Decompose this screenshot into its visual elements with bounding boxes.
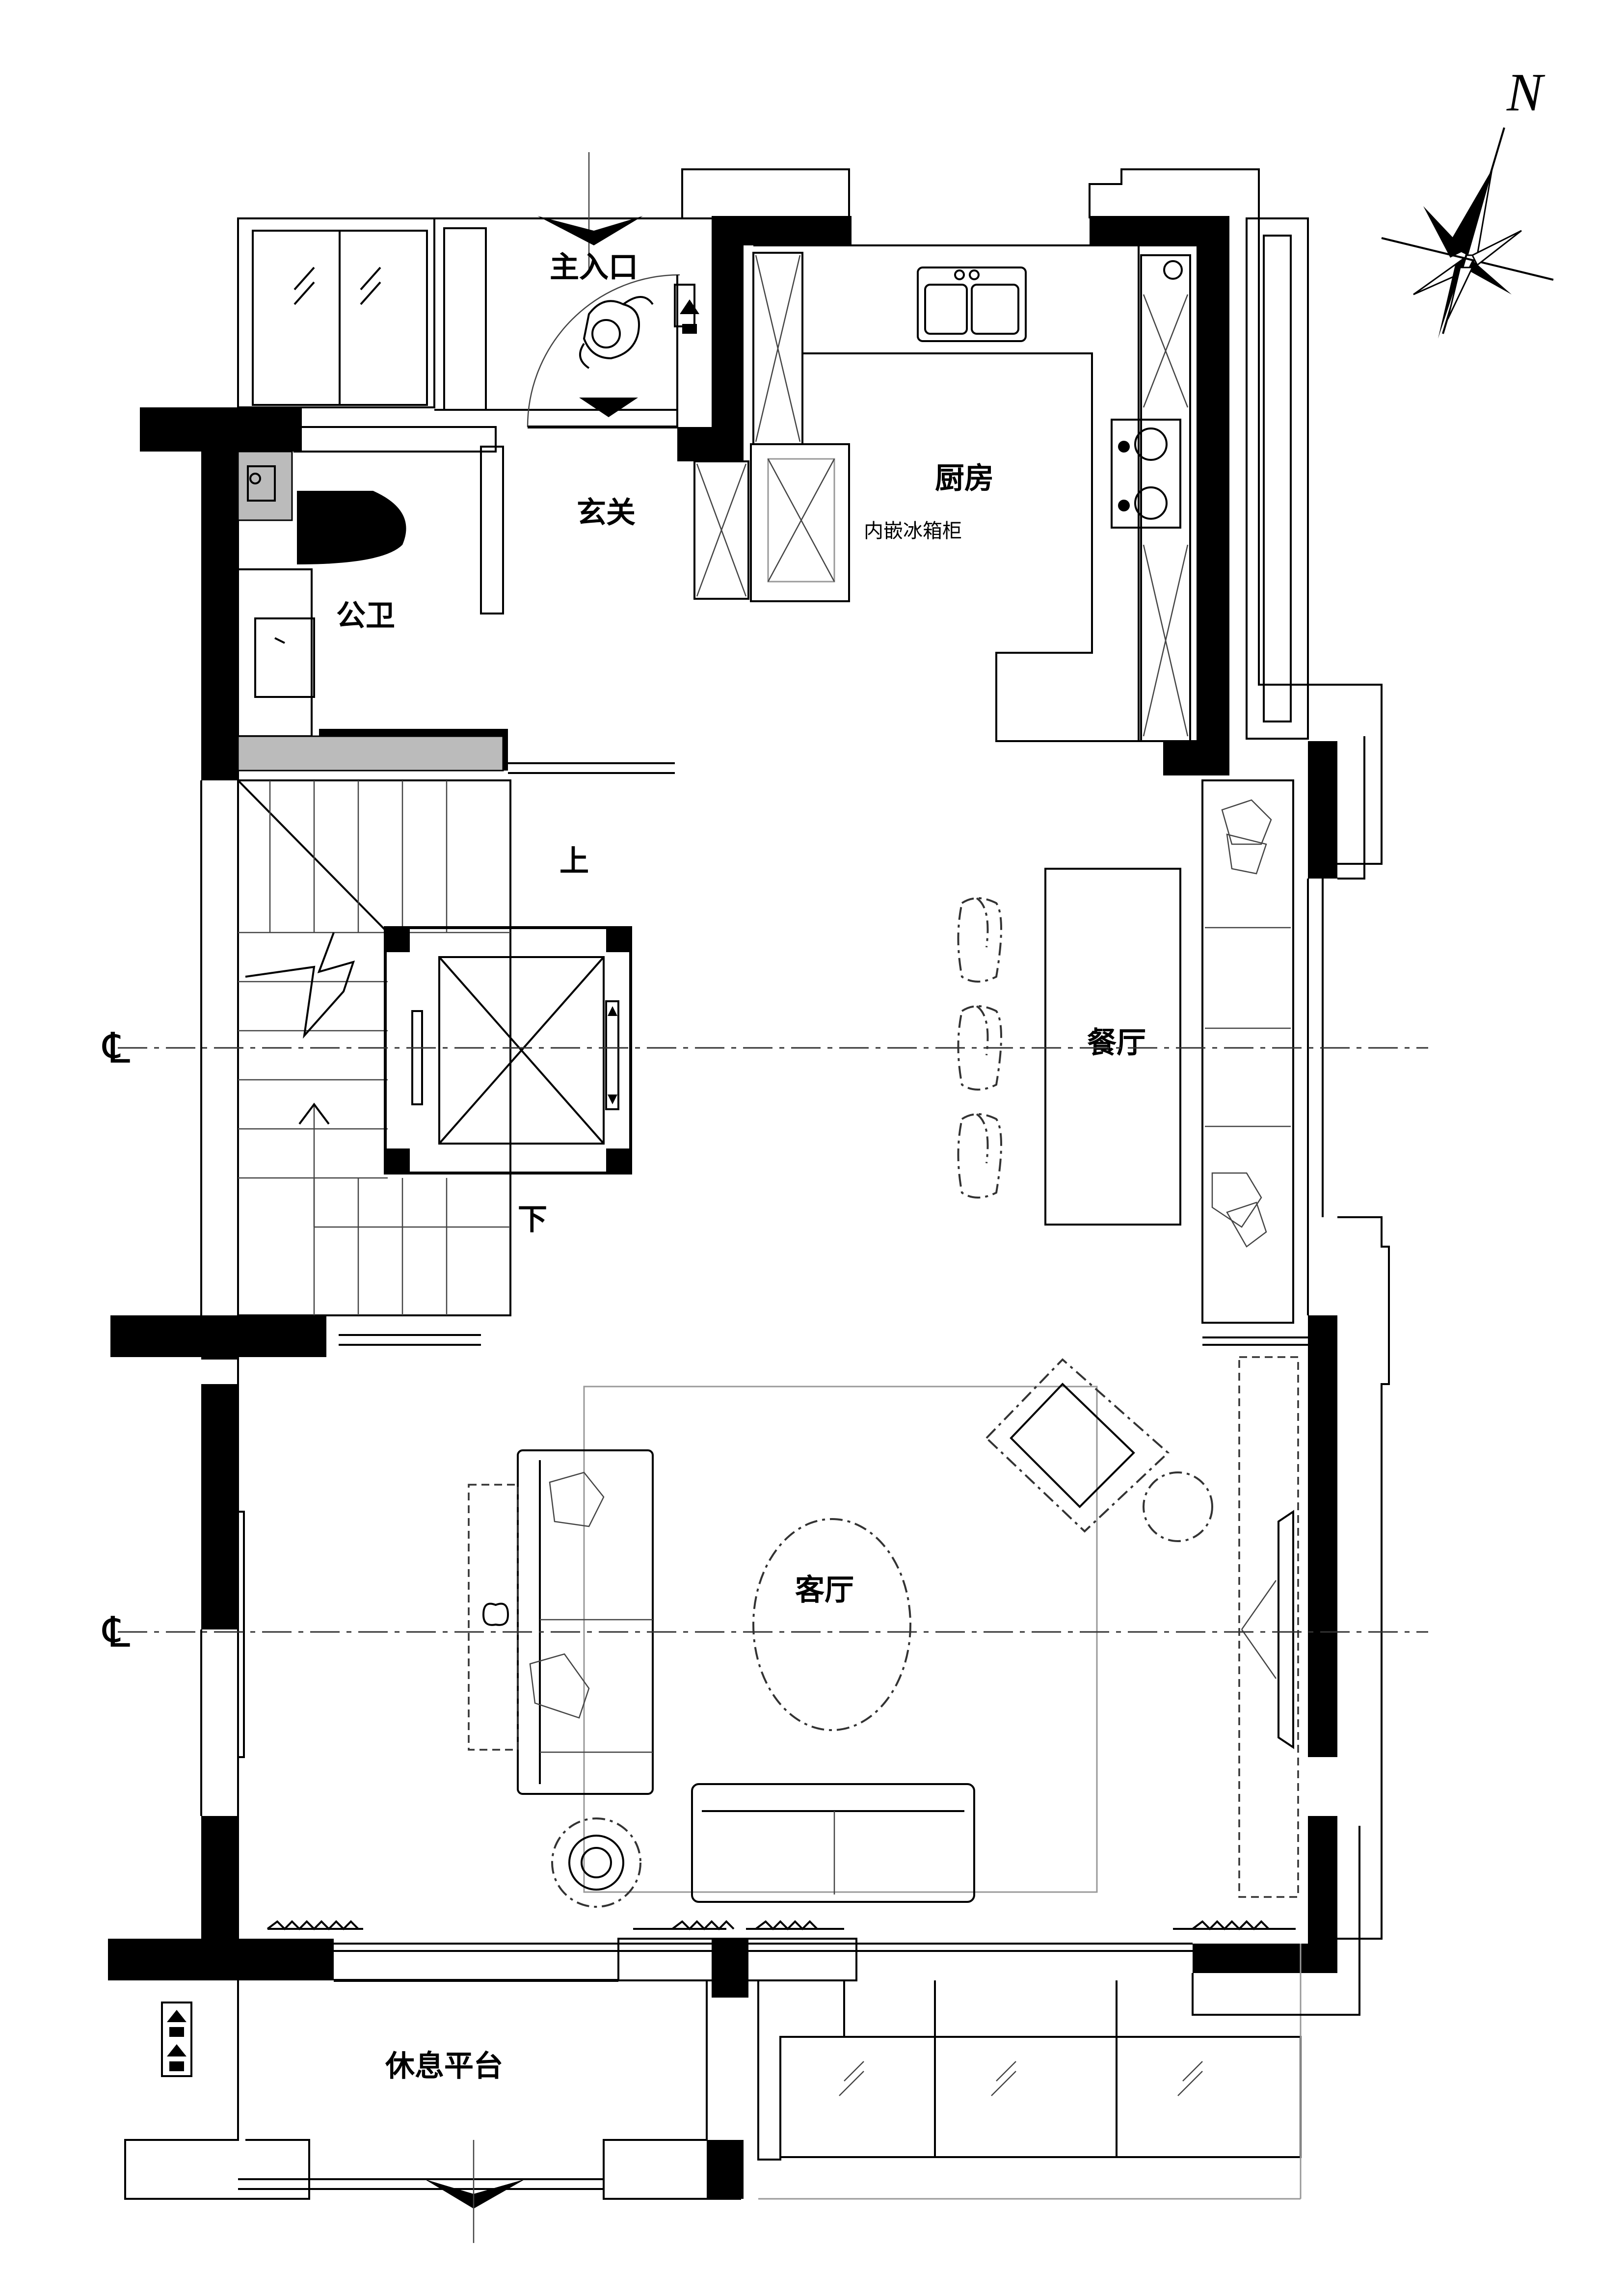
foyer-label: 玄关 [577,496,636,529]
sofa-south [691,1783,975,1903]
living-label: 客厅 [795,1574,854,1606]
dining: 餐厅 [957,779,1308,1346]
cushion-icon [1211,799,1272,1248]
outlines [200,168,1390,1982]
sliding-doors [266,1920,1296,1930]
side-table-icon [551,1817,641,1908]
elevator [384,926,632,1175]
guest-bath: 公卫 [237,451,675,774]
cooktop-icon [1111,419,1181,529]
stair-up-label: 上 [559,845,589,878]
compass-north-label: N [1506,62,1545,122]
north-compass: N [1381,62,1554,339]
terrace-label: 休息平台 [385,2050,503,2082]
armchair-icon [985,1358,1213,1542]
person-icon [579,296,654,369]
main-entrance-label: 主入口 [550,251,638,284]
kitchen: 厨房 内嵌冰箱柜 [693,244,1211,742]
dining-label: 餐厅 [1087,1026,1146,1059]
living: 客厅 [237,1356,1299,1908]
staircase: 上 下 [237,779,589,1346]
centerlines: ℄ ℄ [102,1024,1428,1657]
centerline-symbol-1: ℄ [102,1024,130,1073]
terrace: 休息平台 [124,1826,1360,2243]
stair-down-label: 下 [518,1203,547,1236]
fridge-label: 内嵌冰箱柜 [864,520,962,542]
bar-stool-1 [957,897,1002,983]
kitchen-label: 厨房 [935,462,994,495]
guest-bath-label: 公卫 [336,599,395,632]
sofa-west [517,1449,654,1795]
bar-stool-3 [957,1113,1002,1199]
foyer: 主入口 玄关 [293,152,699,614]
kitchen-sink-icon [917,267,1027,342]
centerline-symbol-2: ℄ [102,1608,130,1657]
